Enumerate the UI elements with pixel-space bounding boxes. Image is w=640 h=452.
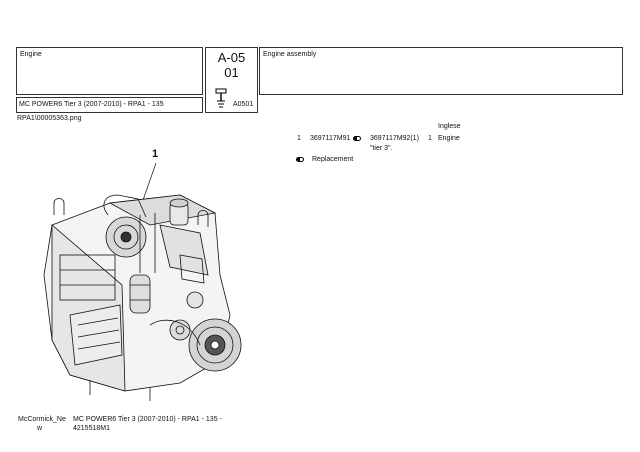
language-header: Inglese <box>438 123 461 130</box>
page-ref: A0501 <box>233 101 254 108</box>
page-code-box: A-05 01 A0501 <box>205 47 258 113</box>
title-box: Engine assembly <box>259 47 623 95</box>
row-position: 1 <box>297 135 301 142</box>
row-replacement-number[interactable]: 3697117M92(1) <box>370 135 419 142</box>
figure-callout-1[interactable]: 1 <box>152 148 159 160</box>
group-box: Engine <box>16 47 203 95</box>
page-code-line1: A-05 <box>217 50 246 65</box>
legend-replacement-icon <box>296 157 304 162</box>
row-note: "tier 3". <box>370 145 393 152</box>
tool-icon <box>215 88 227 108</box>
legend-label: Replacement <box>312 156 354 163</box>
group-label: Engine <box>20 51 42 58</box>
row-quantity: 1 <box>428 135 432 142</box>
footer-model-line2: 4215518M1 <box>73 425 110 432</box>
row-part-number[interactable]: 3697117M91 <box>310 135 351 142</box>
footer-brand-line2: w <box>37 425 43 432</box>
model-box: MC POWER6 Tier 3 (2007-2010) - RPA1 - 13… <box>16 97 203 113</box>
page-title: Engine assembly <box>263 51 317 58</box>
page-code-line2: 01 <box>224 65 239 80</box>
footer-brand-line1: McCormick_Ne <box>18 416 66 423</box>
image-filename: RPA1\00005363.png <box>17 115 82 122</box>
replacement-icon <box>353 136 361 141</box>
engine-illustration <box>43 162 242 401</box>
row-description: Engine <box>438 135 460 142</box>
footer-model-line1: MC POWER6 Tier 3 (2007-2010) - RPA1 - 13… <box>73 416 222 423</box>
model-label: MC POWER6 Tier 3 (2007-2010) - RPA1 - 13… <box>19 101 164 108</box>
